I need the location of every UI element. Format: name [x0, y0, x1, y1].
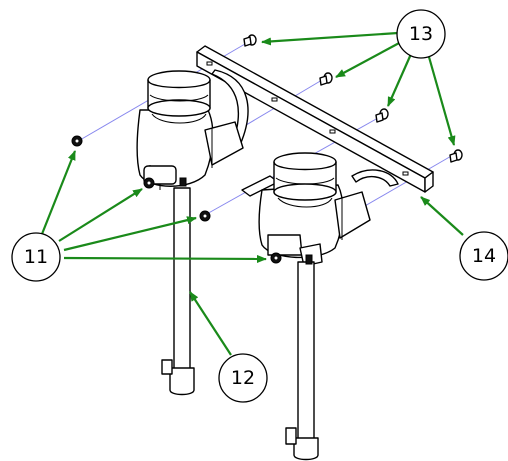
bolt-icon	[375, 108, 389, 123]
bolts-13	[243, 34, 463, 163]
leader-arrow	[420, 196, 464, 236]
callout-label: 14	[472, 245, 496, 267]
callout-label: 11	[24, 246, 48, 268]
callout-12: 12	[218, 353, 268, 403]
leader-arrow	[58, 188, 143, 242]
callout-14: 14	[459, 231, 508, 281]
bolt-icon	[243, 34, 257, 47]
leader-arrow	[40, 150, 77, 235]
leader-arrow	[427, 56, 456, 146]
bolt-icon	[143, 177, 155, 189]
leader-arrow	[189, 291, 232, 356]
bolt-icon	[319, 72, 333, 86]
leader-arrows	[40, 31, 464, 356]
callout-label: 12	[231, 367, 255, 389]
leader-arrow	[261, 31, 399, 46]
callout-13: 13	[396, 9, 446, 59]
leader-arrow	[335, 41, 402, 78]
nuts-11	[71, 135, 282, 264]
mounting-bracket	[196, 45, 434, 197]
leader-arrow	[63, 254, 267, 263]
callout-11: 11	[11, 232, 61, 282]
reservoir-right	[258, 152, 371, 461]
bolt-icon	[199, 210, 211, 222]
bolt-icon	[449, 149, 463, 163]
leader-arrow	[386, 53, 413, 107]
leader-arrow	[63, 216, 197, 252]
reservoir-left	[136, 70, 244, 396]
callout-label: 13	[409, 23, 433, 45]
bolt-icon	[71, 135, 83, 147]
bolt-icon	[270, 252, 282, 264]
